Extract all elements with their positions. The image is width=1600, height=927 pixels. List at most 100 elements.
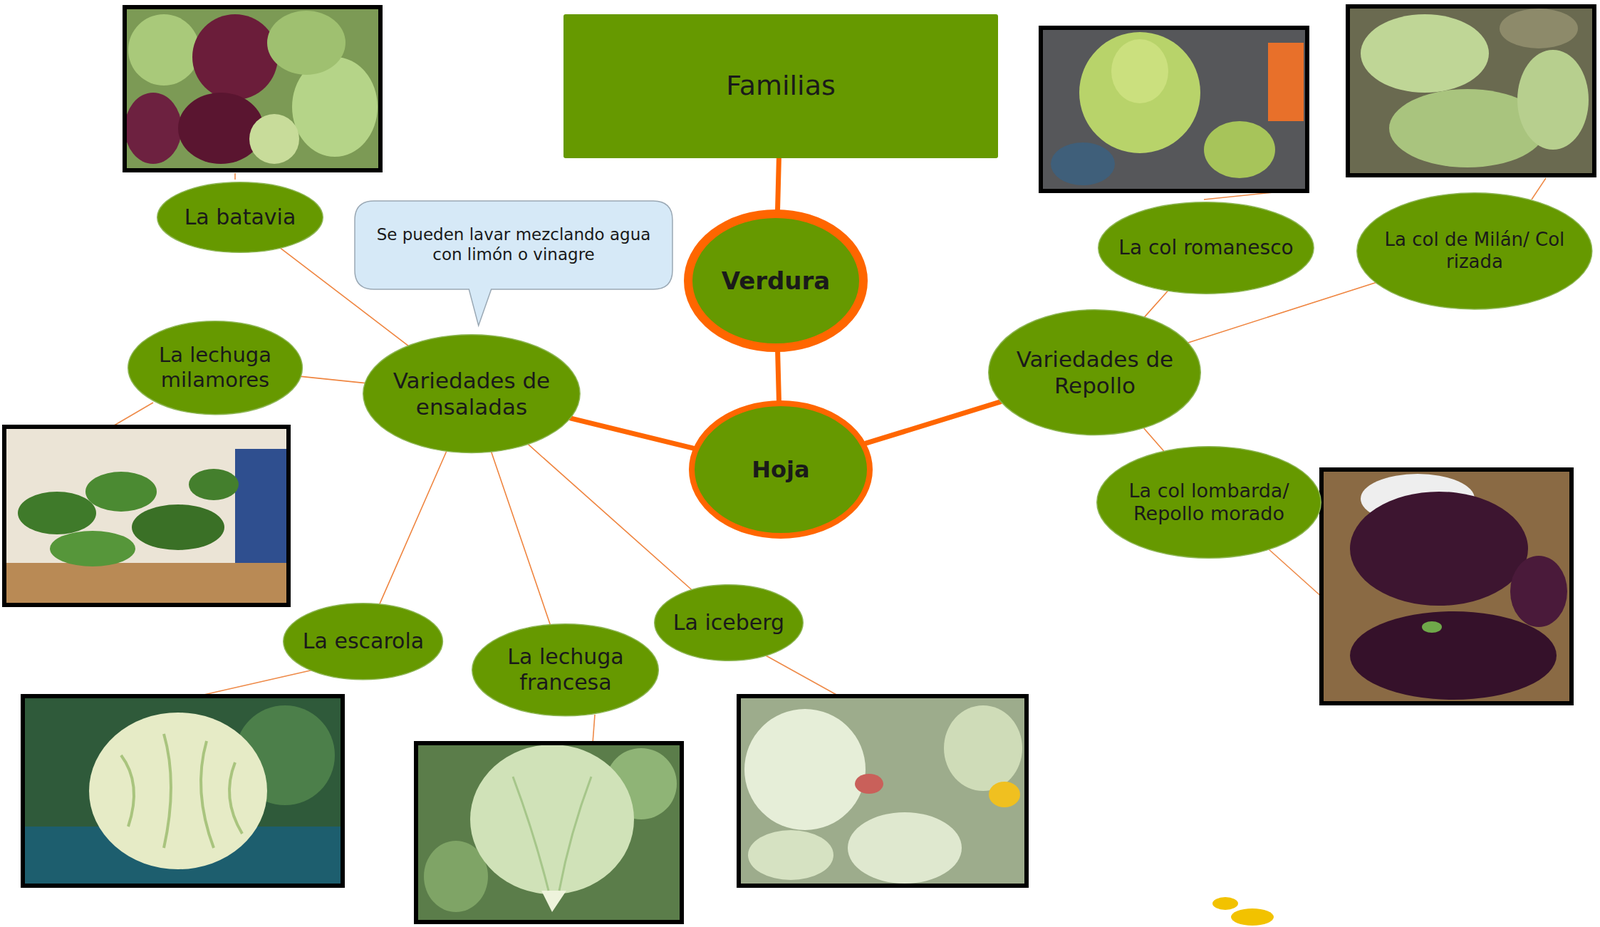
node-label: La iceberg — [673, 609, 785, 636]
variety-ellipse: La col de Milán/ Col rizada — [1356, 192, 1593, 310]
photo-lombarda — [1510, 555, 1568, 627]
photo-frame — [738, 695, 1027, 886]
variety-ellipse: La iceberg — [653, 584, 804, 662]
photo-frame — [4, 6, 1595, 922]
photo-lombarda — [1321, 469, 1572, 704]
node-label: Variedades de ensaladas — [376, 367, 566, 421]
photo-francesa — [470, 744, 635, 895]
photo-romanesco — [1111, 39, 1169, 104]
photo-batavia — [249, 113, 300, 164]
ellipse-outline — [157, 182, 324, 253]
photo-frame — [416, 743, 682, 922]
photo-milamores — [235, 448, 289, 570]
variety-ellipse: La batavia — [156, 181, 324, 253]
connector — [301, 376, 365, 383]
connector — [571, 418, 694, 449]
photo-francesa — [512, 776, 549, 891]
family-box: Familias — [563, 14, 999, 159]
photo-romanesco — [1268, 42, 1304, 122]
photo-frame — [1347, 6, 1595, 176]
photo-batavia — [128, 14, 200, 86]
photo-frame — [1321, 469, 1572, 704]
ellipse-outline — [1357, 192, 1593, 309]
ellipse-outline — [283, 602, 444, 679]
node-label: Se pueden lavar mezclando agua con limón… — [364, 225, 664, 265]
leader-line — [765, 655, 845, 699]
photo-iceberg — [744, 708, 866, 830]
ellipse-outline — [472, 623, 659, 716]
connector — [1144, 291, 1168, 318]
node-label: La col de Milán/ Col rizada — [1378, 228, 1571, 273]
photo-milamores — [131, 504, 225, 550]
variety-ellipse: La escarola — [282, 602, 444, 681]
ellipse-outline — [1097, 446, 1322, 559]
photo-batavia — [124, 92, 182, 164]
photo-escarola — [89, 712, 268, 870]
photo-lombarda — [1349, 611, 1557, 700]
photo-batavia — [178, 92, 264, 164]
photo-frame — [124, 7, 381, 171]
node-label: La batavia — [184, 204, 297, 231]
leader-line — [592, 714, 595, 744]
photo-lombarda — [1321, 469, 1572, 704]
bubble-outline — [354, 200, 673, 326]
photo-frame — [22, 695, 343, 886]
node-label: Variedades de Repollo — [1000, 346, 1189, 399]
photo-escarola — [200, 740, 214, 848]
photo-escarola — [229, 762, 243, 834]
photo-milamores — [49, 530, 136, 567]
connector — [777, 158, 780, 210]
photo-col-milan — [1347, 6, 1595, 176]
photo-milamores — [4, 426, 289, 605]
photo-iceberg — [738, 695, 1027, 886]
photo-lombarda — [1421, 621, 1442, 633]
node-label: Verdura — [721, 266, 831, 296]
node-label: La escarola — [302, 628, 424, 654]
photo-francesa — [559, 776, 592, 891]
node-label: La col romanesco — [1118, 235, 1293, 261]
decor-dots — [1212, 896, 1274, 926]
connector — [528, 444, 692, 590]
photo-milamores — [17, 491, 97, 535]
leader-line — [1531, 178, 1546, 200]
variety-ellipse: La col romanesco — [1097, 201, 1315, 295]
decor-dots — [1230, 908, 1274, 926]
photo-escarola — [22, 695, 343, 886]
photo-iceberg — [988, 781, 1021, 808]
photo-romanesco — [1203, 121, 1276, 179]
callout-bubble: Se pueden lavar mezclando agua con limón… — [354, 200, 674, 290]
photo-milamores — [188, 468, 239, 501]
photo-romanesco — [1050, 142, 1115, 186]
connector — [379, 451, 446, 604]
ellipse-outline — [128, 321, 303, 415]
photo-col-milan — [1360, 14, 1489, 93]
ellipse-outline — [688, 213, 864, 348]
photo-escarola — [121, 755, 134, 827]
node-label: Familias — [725, 69, 835, 103]
leader-line — [234, 173, 236, 180]
connector — [1144, 428, 1164, 451]
ellipse-outline — [654, 584, 804, 662]
ellipse-outline — [988, 309, 1202, 436]
photo-lombarda — [1349, 491, 1529, 606]
photo-milamores — [85, 471, 157, 512]
photo-batavia — [267, 10, 346, 75]
photo-milamores — [4, 562, 289, 605]
variety-ellipse: La lechuga milamores — [127, 320, 303, 415]
variety-ellipse: La col lombarda/ Repollo morado — [1096, 445, 1322, 559]
variety-ellipse: La lechuga francesa — [471, 623, 659, 717]
photo-iceberg — [747, 829, 834, 880]
main-ellipse: Hoja — [688, 400, 873, 539]
decor-dots — [1212, 896, 1239, 910]
photo-batavia — [124, 7, 381, 171]
photo-iceberg — [854, 773, 884, 794]
photo-iceberg — [943, 705, 1023, 791]
photo-frame — [1040, 27, 1308, 191]
group-ellipse: Variedades de ensaladas — [362, 334, 581, 454]
photo-romanesco — [1079, 32, 1201, 154]
photo-col-milan — [1517, 49, 1589, 150]
connector — [777, 351, 780, 401]
leader-line — [1268, 548, 1324, 599]
node-label: Hoja — [751, 455, 810, 483]
photo-romanesco — [1040, 27, 1308, 191]
